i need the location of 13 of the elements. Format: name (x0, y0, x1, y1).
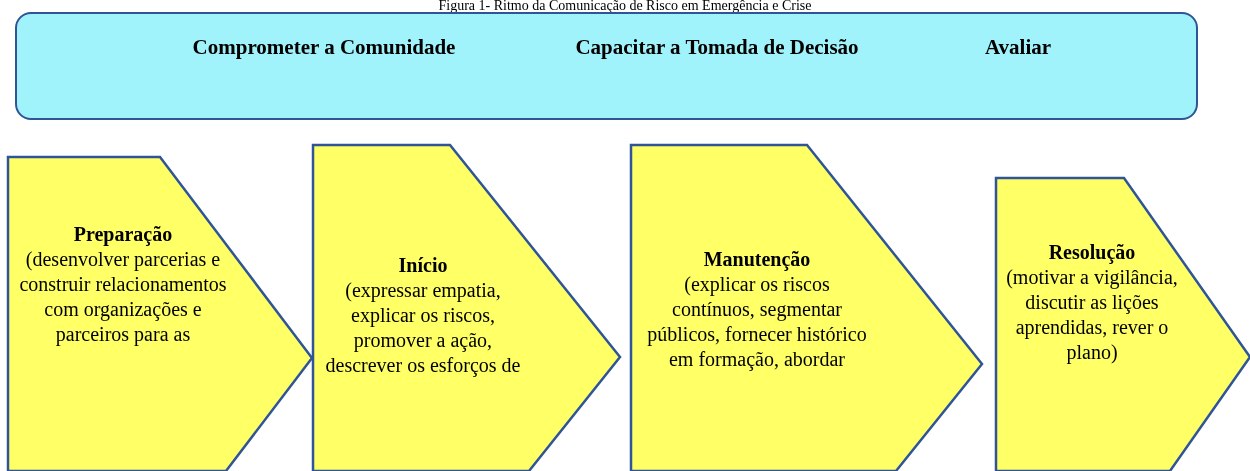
phase-description: (desenvolver parcerias e construir relacionamentos com organizações e parceiros para as (18, 247, 228, 347)
figure-title: Figura 1- Ritmo da Comunicação de Risco em Emergência e Crise (437, 0, 813, 13)
phase-heading: Início (397, 253, 449, 278)
banner-heading: Avaliar (984, 35, 1052, 60)
phase-heading: Resolução (1047, 240, 1137, 265)
phase-heading: Manutenção (702, 247, 812, 272)
phase-description: (motivar a vigilância, discutir as lições aprendidas, rever o plano) (1005, 265, 1179, 365)
phase-banner (15, 12, 1198, 120)
banner-heading: Capacitar a Tomada de Decisão (575, 35, 859, 60)
phase-heading: Preparação (72, 222, 174, 247)
banner-heading: Comprometer a Comunidade (192, 35, 456, 60)
phase-description: (explicar os riscos contínuos, segmentar públicos, fornecer histórico em formação, abordar (646, 272, 868, 372)
phase-description: (expressar empatia, explicar os riscos, promover a ação, descrever os esforços de (324, 278, 522, 378)
